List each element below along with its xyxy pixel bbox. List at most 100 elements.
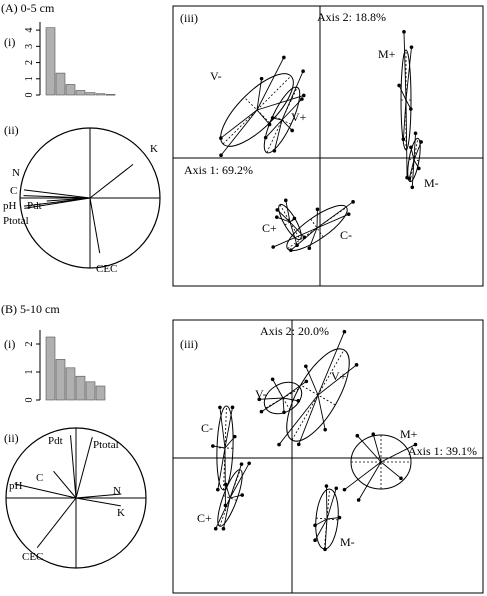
eigen-tick-label: 0 xyxy=(24,398,35,403)
variable-arrow xyxy=(23,189,91,199)
eigen-bar xyxy=(65,84,76,96)
group-spoke xyxy=(402,99,407,140)
group-ellipse xyxy=(286,204,348,252)
group-spoke xyxy=(276,216,291,223)
group-ellipse xyxy=(407,137,421,183)
group-spoke xyxy=(282,397,299,402)
section-label-a: (A) 0-5 cm xyxy=(1,1,55,15)
sample-point xyxy=(223,482,228,487)
group-spoke xyxy=(265,119,283,138)
eigen-tick-label: 1 xyxy=(24,370,35,375)
group-spoke xyxy=(317,364,357,396)
group-Mplus: M+ xyxy=(378,30,414,180)
ellipse-axis xyxy=(272,115,292,125)
group-Vminus: V- xyxy=(210,55,306,158)
sample-point xyxy=(342,487,347,492)
eigen-tick-label: 2 xyxy=(24,342,35,347)
sample-point xyxy=(247,461,251,466)
sample-point xyxy=(315,207,320,212)
sample-point xyxy=(274,215,279,219)
group-Vminus: V- xyxy=(255,377,309,415)
ellipse-axis xyxy=(219,469,241,527)
group-spoke xyxy=(344,461,382,491)
sample-point xyxy=(399,476,403,481)
sample-point xyxy=(271,245,275,249)
group-spoke xyxy=(405,47,412,101)
variable-label: pH xyxy=(9,480,23,492)
group-spoke xyxy=(298,394,319,445)
group-spoke xyxy=(317,394,326,430)
group-spoke xyxy=(305,366,319,396)
sample-point xyxy=(239,462,244,466)
sample-point xyxy=(259,409,264,414)
group-spoke xyxy=(220,109,258,139)
sample-point xyxy=(282,55,286,60)
eigen-bar xyxy=(85,92,96,96)
group-Mminus: M- xyxy=(407,131,439,190)
group-label: M- xyxy=(340,535,355,549)
variable-label: K xyxy=(150,143,158,155)
sample-point xyxy=(259,76,264,81)
group-spoke xyxy=(256,109,270,125)
ellipse-axis xyxy=(216,447,234,449)
ellipse-axis xyxy=(243,96,271,124)
group-label: C+ xyxy=(262,221,277,235)
group-ellipse xyxy=(315,488,339,550)
group-spoke xyxy=(380,444,416,463)
ellipse-axis xyxy=(409,158,419,162)
group-spoke xyxy=(219,407,226,449)
group-ellipse xyxy=(286,348,350,442)
axis2-label-a: Axis 2: 18.8% xyxy=(317,10,386,24)
group-ellipse xyxy=(263,86,301,154)
group-Cplus: C+ xyxy=(262,198,307,248)
variable-arrow xyxy=(75,437,93,499)
group-Mplus: M+ xyxy=(342,427,418,502)
sample-point xyxy=(413,442,418,447)
sublabel-b-iii: (iii) xyxy=(180,337,198,351)
sample-point xyxy=(219,153,223,158)
group-Vplus: V+ xyxy=(277,329,359,447)
sample-point xyxy=(304,364,308,369)
variable-arrow xyxy=(23,195,91,199)
group-spoke xyxy=(229,494,243,499)
sublabel-a-iii: (iii) xyxy=(180,11,198,25)
ellipse-axis xyxy=(300,384,336,406)
group-Vplus: V+ xyxy=(263,69,307,154)
group-spoke xyxy=(281,119,293,131)
sample-point xyxy=(397,83,401,88)
variable-arrow xyxy=(24,197,91,209)
axis2-label-b: Axis 2: 20.0% xyxy=(260,324,329,338)
group-spoke xyxy=(229,463,250,499)
group-spoke xyxy=(372,434,382,463)
sample-point xyxy=(413,131,418,136)
variable-label: CEC xyxy=(96,263,117,275)
axis1-label-b: Axis 1: 39.1% xyxy=(408,444,477,458)
sample-point xyxy=(211,444,215,448)
sublabel-a-i: (i) xyxy=(4,35,15,49)
group-spoke xyxy=(282,397,285,413)
group-label: V+ xyxy=(291,110,307,124)
ordination-plot-b: (iii) Axis 2: 20.0% Axis 1: 39.1% V-V+M+… xyxy=(172,319,484,594)
variable-arrow xyxy=(70,435,77,499)
section-label-b: (B) 5-10 cm xyxy=(1,302,60,316)
group-spoke xyxy=(278,394,319,445)
sublabel-b-ii: (ii) xyxy=(4,431,19,445)
variable-label: CEC xyxy=(22,551,43,563)
group-spoke xyxy=(272,227,318,248)
sample-point xyxy=(355,433,360,438)
variable-label: K xyxy=(117,507,125,519)
sample-point xyxy=(216,487,220,492)
group-spoke xyxy=(325,486,328,520)
group-Cminus: C- xyxy=(201,405,237,508)
sample-point xyxy=(313,523,317,528)
ellipse-axis xyxy=(275,385,291,411)
eigen-bar xyxy=(105,94,116,96)
group-spoke xyxy=(256,57,285,111)
group-label: C- xyxy=(201,421,213,435)
variable-label: Pdt xyxy=(27,200,42,212)
sample-point xyxy=(300,97,304,101)
variable-label: Ptotal xyxy=(3,215,29,227)
variable-label: N xyxy=(12,167,20,179)
